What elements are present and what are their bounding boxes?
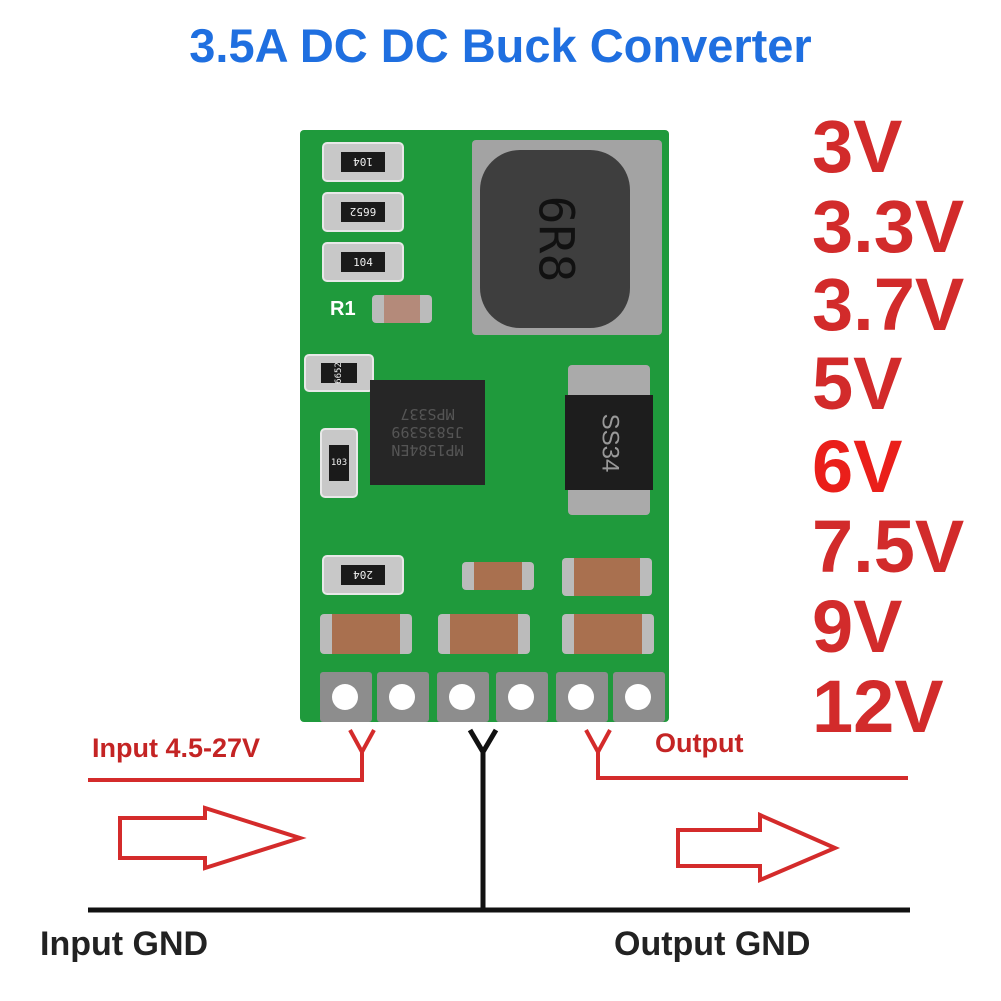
voltage-3-3v: 3.3V [812,185,965,268]
resistor: 104 [322,242,404,282]
output-wire [584,729,908,780]
input-gnd-label: Input GND [40,925,209,963]
capacitor [562,614,654,654]
output-arrow-icon [676,811,841,884]
r1-label: R1 [330,298,356,320]
inductor: 6R8 [480,150,630,328]
pin-pad [613,672,665,722]
capacitor [372,295,432,323]
input-wire [88,729,376,782]
input-arrow-icon [118,805,307,871]
voltage-3v: 3V [812,105,903,188]
voltage-9v: 9V [812,585,903,668]
voltage-6v: 6V [812,425,903,508]
capacitor [562,558,652,596]
output-gnd-label: Output GND [614,925,811,963]
diode: SS34 [565,395,653,490]
pin-pad [496,672,548,722]
input-label: Input 4.5-27V [92,733,261,763]
resistor: 103 [320,428,358,498]
pin-pad [377,672,429,722]
capacitor [462,562,534,590]
pin-pad [320,672,372,722]
voltage-7-5v: 7.5V [812,505,965,588]
resistor-label: 103 [329,444,349,482]
pin-pad [556,672,608,722]
capacitor [320,614,412,654]
voltage-3-7v: 3.7V [812,263,965,346]
pcb-board: 104 6652 104 R1 6652 103 204 6R8 MP1584E… [300,130,669,722]
title: 3.5A DC DC Buck Converter [189,19,812,72]
gnd-wire [467,728,499,910]
output-label: Output [655,728,744,758]
voltage-5v: 5V [812,342,903,425]
voltage-12v: 12V [812,665,944,748]
resistor-label: 104 [341,251,385,273]
pin-pad [437,672,489,722]
capacitor [438,614,530,654]
